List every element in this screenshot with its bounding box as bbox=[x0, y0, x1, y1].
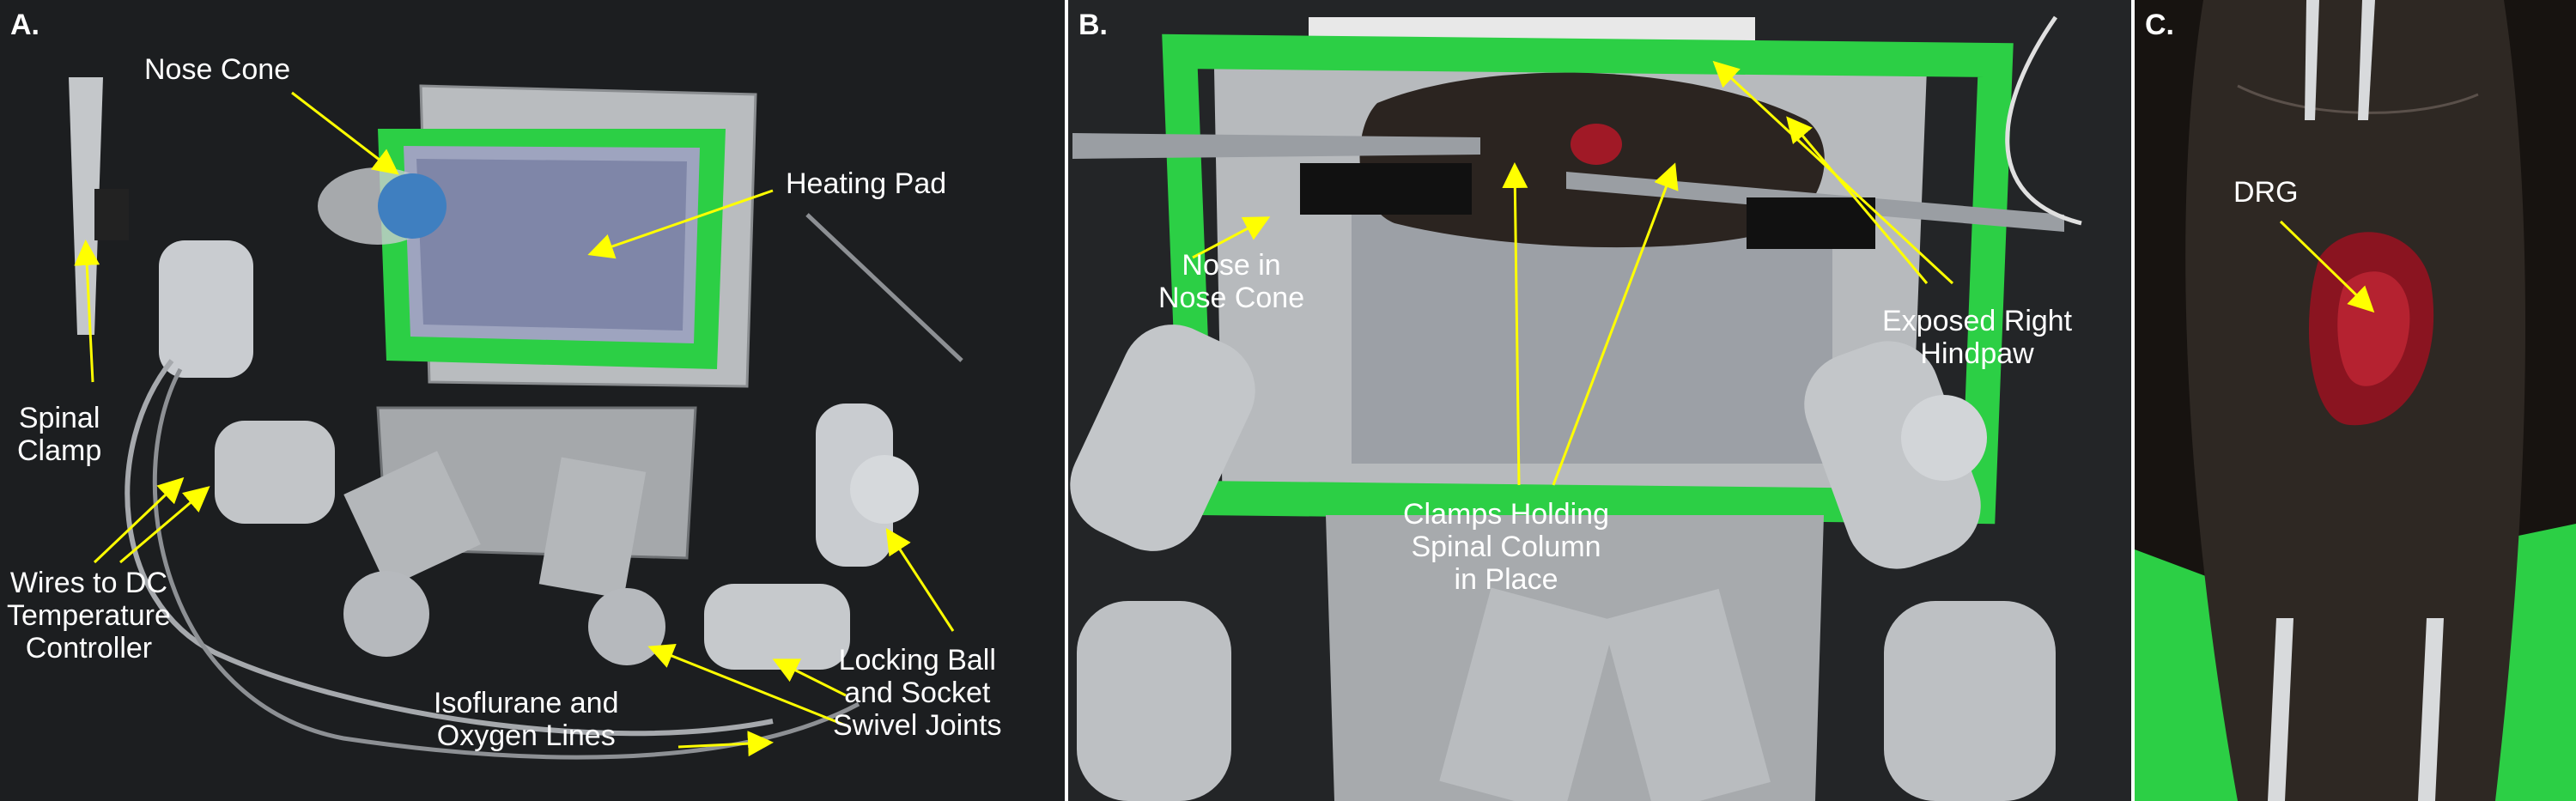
nose-cone-label: Nose Cone bbox=[144, 53, 291, 86]
isoflurane-label: Isoflurane and Oxygen Lines bbox=[434, 687, 619, 752]
heating-pad-label: Heating Pad bbox=[786, 167, 947, 200]
panel-c: C. DRG bbox=[2135, 0, 2576, 801]
panel-b-photo bbox=[1068, 0, 2131, 801]
panel-c-photo bbox=[2135, 0, 2576, 801]
panel-a-photo bbox=[0, 0, 1065, 801]
spinal-clamp-label: Spinal Clamp bbox=[17, 402, 102, 467]
panel-c-letter: C. bbox=[2145, 9, 2174, 41]
drg-label: DRG bbox=[2233, 176, 2299, 209]
clamps-holding-label: Clamps Holding Spinal Column in Place bbox=[1403, 498, 1609, 596]
panel-a: A. Nose Cone Heating Pad Spinal Clamp Wi… bbox=[0, 0, 1065, 801]
exposed-hindpaw-label: Exposed Right Hindpaw bbox=[1882, 305, 2073, 370]
nose-in-cone-label: Nose in Nose Cone bbox=[1158, 249, 1305, 314]
locking-label: Locking Ball and Socket Swivel Joints bbox=[833, 644, 1002, 742]
panel-b-letter: B. bbox=[1078, 9, 1108, 41]
panel-a-letter: A. bbox=[10, 9, 39, 41]
wires-label: Wires to DC Temperature Controller bbox=[7, 567, 171, 664]
panel-b: B. Nose in Nose Cone Exposed Right Hindp… bbox=[1068, 0, 2131, 801]
